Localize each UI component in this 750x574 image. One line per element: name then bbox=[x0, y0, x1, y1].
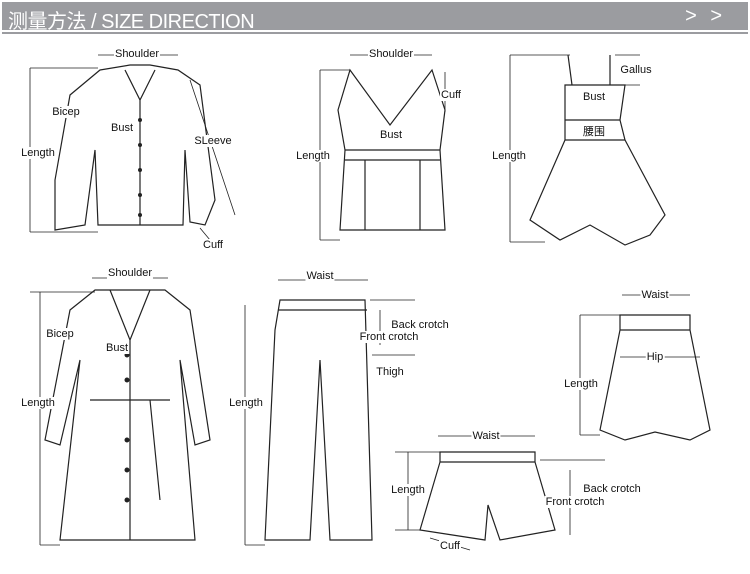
coat-bicep-label: Bicep bbox=[45, 328, 75, 340]
pants-back-crotch-label: Back crotch bbox=[390, 319, 450, 331]
dress-length-label: Length bbox=[491, 150, 527, 162]
blouse-drawing bbox=[29, 54, 236, 241]
vest-length-label: Length bbox=[295, 150, 331, 162]
blouse-shoulder-label: Shoulder bbox=[113, 48, 161, 60]
blouse-sleeve-label: SLeeve bbox=[193, 135, 233, 147]
coat-length-label: Length bbox=[20, 397, 56, 409]
vest-shoulder-label: Shoulder bbox=[367, 48, 415, 60]
skirt-length-label: Length bbox=[563, 378, 599, 390]
coat-bust-label: Bust bbox=[104, 342, 130, 354]
vest-drawing bbox=[319, 54, 446, 241]
shorts-length-label: Length bbox=[390, 484, 426, 496]
vest-bust-label: Bust bbox=[378, 129, 404, 141]
shorts-cuff-label: Cuff bbox=[439, 540, 461, 552]
vest-cuff-label: Cuff bbox=[440, 89, 462, 101]
dress-waist-label: 腰围 bbox=[582, 126, 606, 138]
blouse-cuff-label: Cuff bbox=[202, 239, 224, 251]
header-bar: 测量方法 / SIZE DIRECTION > > bbox=[2, 2, 748, 33]
blouse-bust-label: Bust bbox=[109, 122, 135, 134]
shorts-back-crotch-label: Back crotch bbox=[582, 483, 642, 495]
skirt-waist-label: Waist bbox=[640, 289, 670, 301]
header-divider bbox=[2, 32, 748, 34]
pants-thigh-label: Thigh bbox=[375, 366, 405, 378]
shorts-front-crotch-label: Front crotch bbox=[544, 496, 606, 508]
pants-front-crotch-label: Front crotch bbox=[358, 331, 420, 343]
shorts-drawing bbox=[395, 435, 605, 551]
pants-length-label: Length bbox=[228, 397, 264, 409]
pants-waist-label: Waist bbox=[305, 270, 335, 282]
dress-bust-label: Bust bbox=[581, 91, 607, 103]
shorts-waist-label: Waist bbox=[471, 430, 501, 442]
skirt-hip-label: Hip bbox=[645, 351, 665, 363]
dress-drawing bbox=[509, 54, 666, 246]
blouse-length-label: Length bbox=[20, 147, 56, 159]
dress-gallus-label: Gallus bbox=[619, 64, 653, 76]
next-arrows[interactable]: > > bbox=[685, 5, 726, 27]
page-title: 测量方法 / SIZE DIRECTION bbox=[8, 11, 255, 33]
coat-drawing bbox=[30, 277, 211, 546]
skirt-drawing bbox=[579, 294, 711, 441]
coat-shoulder-label: Shoulder bbox=[106, 267, 154, 279]
blouse-bicep-label: Bicep bbox=[51, 106, 81, 118]
